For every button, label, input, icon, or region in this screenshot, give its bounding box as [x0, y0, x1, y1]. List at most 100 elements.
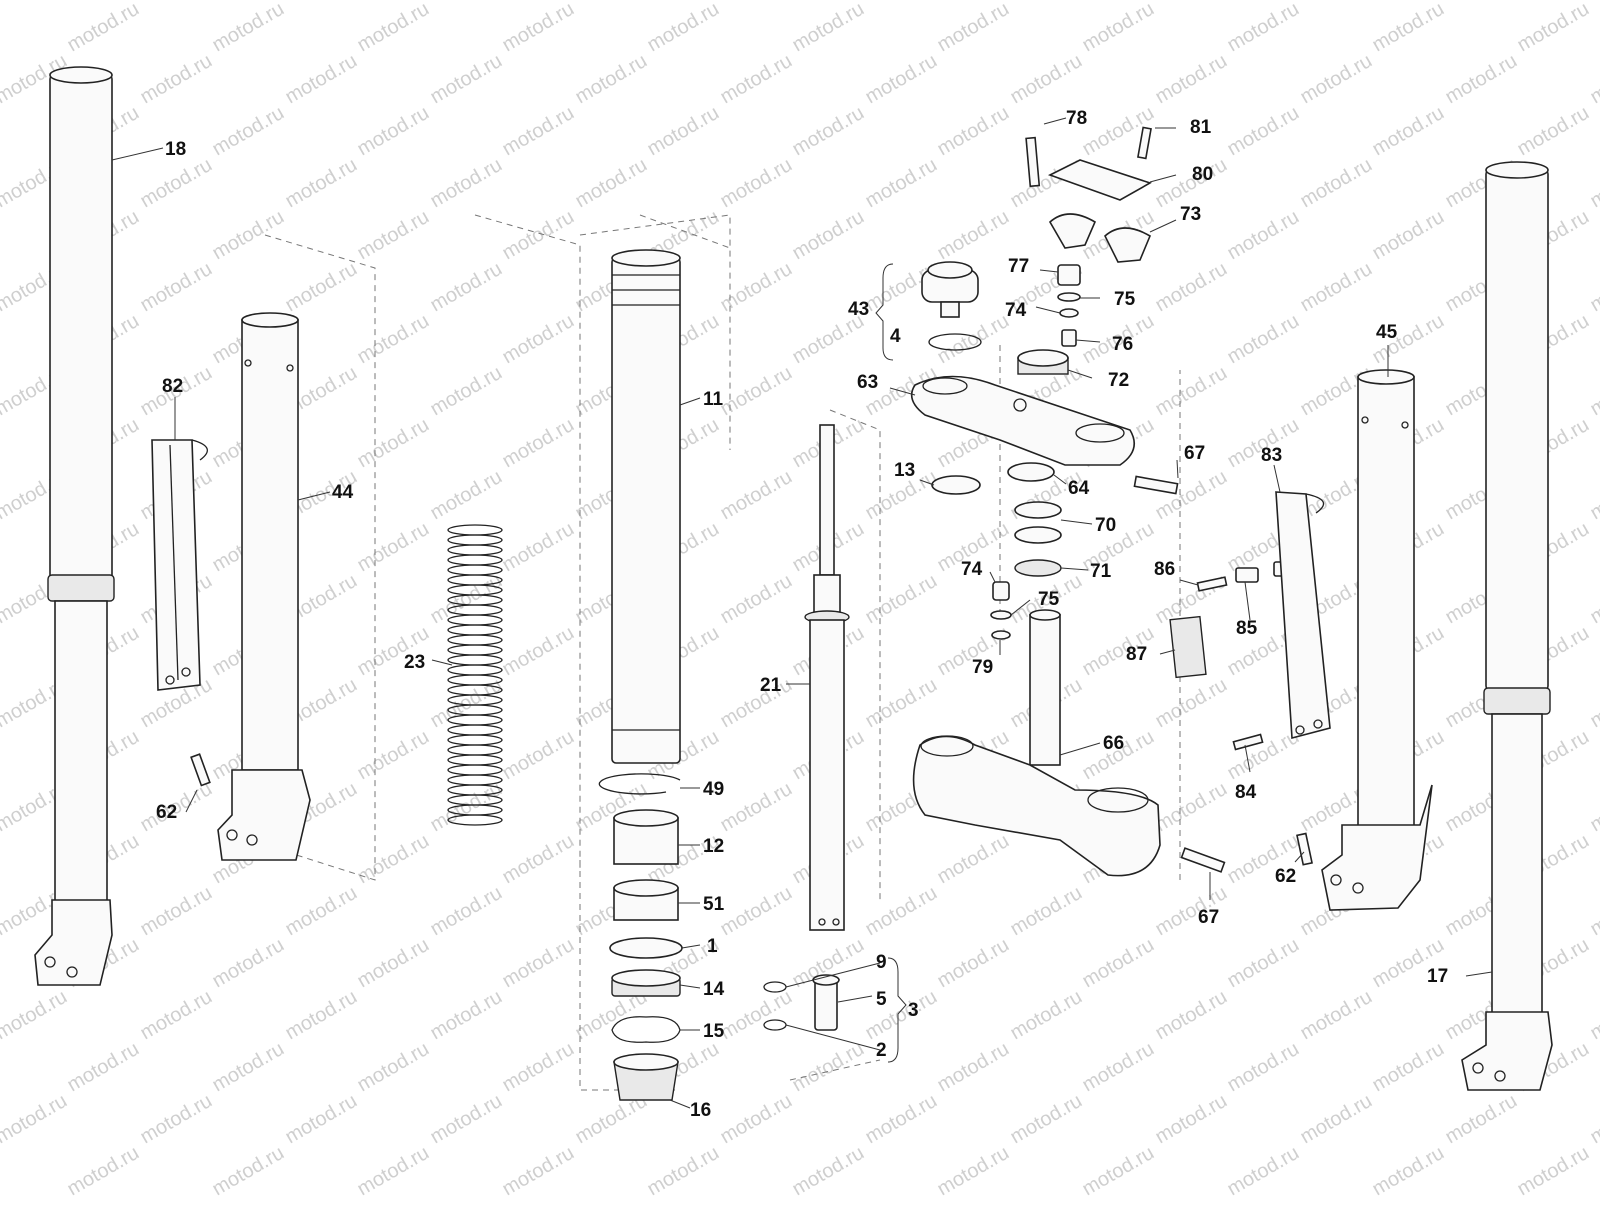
part-75-washer-bottom	[991, 611, 1011, 619]
spring-coil	[448, 765, 502, 775]
label-82: 82	[162, 376, 183, 397]
watermark-text: motod.ru	[717, 258, 796, 317]
watermark-text: motod.ru	[789, 102, 868, 161]
watermark-text: motod.ru	[717, 570, 796, 629]
watermark-text: motod.ru	[1152, 258, 1231, 317]
watermark-text: motod.ru	[644, 0, 723, 56]
watermark-text: motod.ru	[1587, 1090, 1600, 1149]
watermark-text: motod.ru	[862, 882, 941, 941]
part-64-bearing-race	[1008, 463, 1054, 481]
watermark-text: motod.ru	[934, 102, 1013, 161]
part-67-bolt-top	[1134, 476, 1177, 493]
watermark-text: motod.ru	[209, 0, 288, 56]
label-49: 49	[703, 779, 724, 800]
part-13-cap	[932, 476, 980, 494]
watermark-text: motod.ru	[1224, 1038, 1303, 1097]
watermark-text: motod.ru	[717, 1090, 796, 1149]
watermark-text: motod.ru	[427, 154, 506, 213]
watermark-text: motod.ru	[499, 830, 578, 889]
watermark-text: motod.ru	[1224, 102, 1303, 161]
watermark-text: motod.ru	[1297, 50, 1376, 109]
watermark-text: motod.ru	[1152, 778, 1231, 837]
watermark-text: motod.ru	[1224, 206, 1303, 265]
watermark-text: motod.ru	[209, 102, 288, 161]
watermark-text: motod.ru	[1442, 1090, 1521, 1149]
part-67-bolt-bottom	[1182, 848, 1225, 872]
part-70-bearing-b	[1015, 527, 1061, 543]
watermark-text: motod.ru	[1514, 1142, 1593, 1200]
label-77: 77	[1008, 256, 1029, 277]
label-83: 83	[1261, 445, 1282, 466]
watermark-text: motod.ru	[137, 258, 216, 317]
label-62-right: 62	[1275, 866, 1296, 887]
part-18-fork-leg-left	[35, 67, 114, 985]
watermark-text: motod.ru	[1152, 0, 1231, 4]
watermark-text: motod.ru	[354, 1038, 433, 1097]
label-70: 70	[1095, 515, 1116, 536]
spring-coil	[448, 645, 502, 655]
watermark-text: motod.ru	[644, 102, 723, 161]
watermark-text: motod.ru	[1297, 986, 1376, 1045]
watermark-text: motod.ru	[934, 310, 1013, 369]
watermark-text: motod.ru	[499, 518, 578, 577]
watermark-text: motod.ru	[1587, 466, 1600, 525]
label-67-bottom: 67	[1198, 907, 1219, 928]
label-79: 79	[972, 657, 993, 678]
watermark-text: motod.ru	[499, 1142, 578, 1200]
watermark-text: motod.ru	[717, 466, 796, 525]
part-16-dust-cap	[614, 1054, 678, 1100]
label-43: 43	[848, 299, 869, 320]
watermark-text: motod.ru	[1587, 986, 1600, 1045]
watermark-text: motod.ru	[64, 1142, 143, 1200]
spring-coil	[448, 615, 502, 625]
watermark-text: motod.ru	[789, 1142, 868, 1200]
watermark-text: motod.ru	[427, 0, 506, 4]
part-70-bearing-a	[1015, 502, 1061, 518]
watermark-text: motod.ru	[1587, 882, 1600, 941]
watermark-text: motod.ru	[1224, 726, 1303, 785]
watermark-text: motod.ru	[1442, 50, 1521, 109]
watermark-text: motod.ru	[354, 934, 433, 993]
spring-coil	[448, 625, 502, 635]
watermark-text: motod.ru	[499, 726, 578, 785]
label-67-top: 67	[1184, 443, 1205, 464]
watermark-text: motod.ru	[862, 986, 941, 1045]
watermark-text: motod.ru	[209, 934, 288, 993]
part-81-bolt	[1138, 127, 1151, 158]
watermark-text: motod.ru	[1587, 570, 1600, 629]
label-85: 85	[1236, 618, 1258, 639]
watermark-text: motod.ru	[1514, 102, 1593, 161]
part-75-washer-top	[1058, 293, 1080, 301]
watermark-text: motod.ru	[1007, 50, 1086, 109]
part-74-bushing-bottom	[993, 582, 1009, 600]
label-78: 78	[1066, 108, 1087, 129]
watermark-text: motod.ru	[1152, 1090, 1231, 1149]
watermark-text: motod.ru	[427, 570, 506, 629]
watermark-text: motod.ru	[717, 986, 796, 1045]
spring-coil	[448, 525, 502, 535]
watermark-text: motod.ru	[1587, 0, 1600, 4]
part-71-bearing-seal	[1015, 560, 1061, 576]
watermark-text: motod.ru	[0, 986, 71, 1045]
label-84: 84	[1235, 782, 1257, 803]
spring-coil	[448, 735, 502, 745]
part-79-nut	[992, 631, 1010, 639]
watermark-text: motod.ru	[282, 986, 361, 1045]
watermark-text: motod.ru	[1007, 1090, 1086, 1149]
label-4: 4	[890, 326, 901, 347]
watermark-text: motod.ru	[934, 1038, 1013, 1097]
part-74-bushing-top	[1060, 309, 1078, 317]
watermark-text: motod.ru	[354, 102, 433, 161]
watermark-text: motod.ru	[499, 414, 578, 473]
label-15: 15	[703, 1021, 725, 1042]
watermark-text: motod.ru	[1224, 310, 1303, 369]
spring-coil	[448, 545, 502, 555]
label-1: 1	[707, 936, 718, 957]
watermark-text: motod.ru	[0, 0, 71, 4]
watermark-text: motod.ru	[1007, 882, 1086, 941]
watermark-text: motod.ru	[427, 1090, 506, 1149]
watermark-text: motod.ru	[1152, 674, 1231, 733]
watermark-text: motod.ru	[282, 0, 361, 4]
